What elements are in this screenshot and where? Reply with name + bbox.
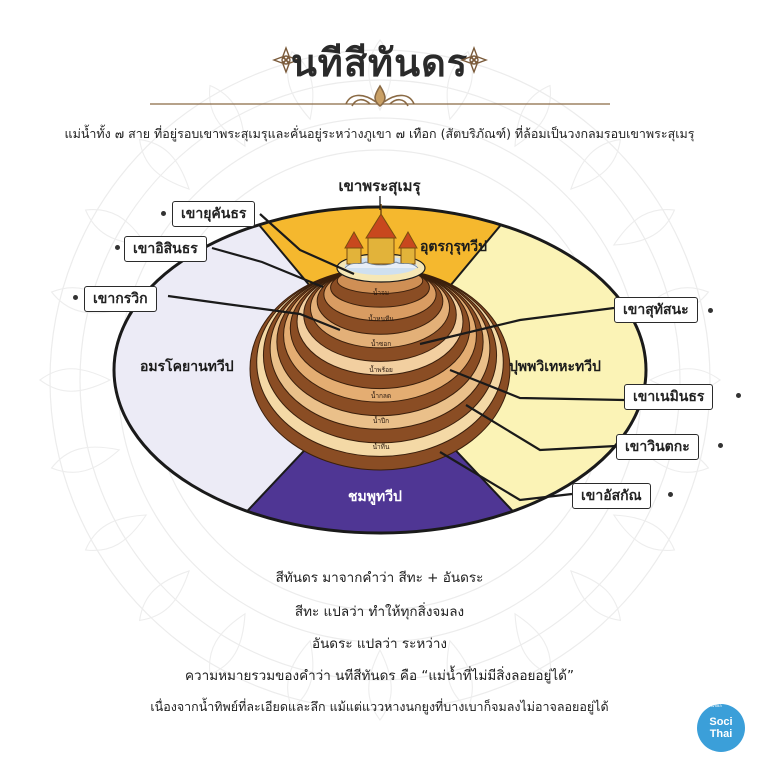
continent-south: ชมพูทวีป — [348, 489, 402, 505]
mandala-petal — [368, 39, 392, 112]
leader-yukanthon — [259, 213, 355, 276]
continent-east: ปุพพวิเทหะทวีป — [509, 359, 601, 375]
mandala-petal — [570, 138, 622, 190]
mandala-petal — [446, 639, 473, 710]
bullet-dot — [73, 295, 78, 300]
mandala-petal — [84, 208, 148, 246]
logo-text-line1: Soci — [709, 716, 733, 728]
summit-label: เขาพระสุเมรุ — [338, 177, 421, 195]
logo-text-line2: Thai — [709, 728, 733, 740]
explanation-line: อันดระ แปลว่า ระหว่าง — [311, 636, 448, 652]
river-label: น้ำทีน — [372, 443, 390, 451]
label-karawik: เขากรวิก — [84, 286, 157, 312]
label-suthatsana: เขาสุทัสนะ — [614, 297, 698, 323]
east-continent-region — [380, 207, 646, 533]
river-label: น้ำหนทีน — [368, 314, 394, 323]
bullet-dot — [718, 443, 723, 448]
right-ornament-icon — [460, 46, 488, 74]
river-label: น้ำซอก — [370, 340, 392, 349]
left-ornament-icon — [272, 46, 300, 74]
label-atsakan: เขาอัสกัณ — [572, 483, 651, 509]
leader-winatakka — [465, 404, 617, 452]
leader-isinthon — [211, 246, 324, 289]
continent-north: อุตรกุรุทวีป — [420, 239, 487, 255]
continent-west: อมรโคยานทวีป — [140, 359, 234, 375]
explanation-line: สีทะ แปลว่า ทำให้ทุกสิ่งจมลง — [294, 604, 465, 620]
mandala-petal — [287, 50, 314, 121]
label-isinthon: เขาอิสินธร — [124, 236, 207, 262]
mandala-petal — [612, 208, 676, 246]
bullet-dot — [736, 393, 741, 398]
mandala-petal — [39, 368, 112, 392]
river-label: น้ำจม — [372, 289, 390, 297]
leader-nemintho — [449, 368, 625, 402]
bullet-dot — [708, 308, 713, 313]
mandala-petal — [208, 612, 246, 676]
subtitle: แม่น้ำทั้ง ๗ สาย ที่อยู่รอบเขาพระสุเมรุแ… — [64, 126, 695, 141]
mandala-petal — [514, 612, 552, 676]
mandala-petal — [368, 648, 392, 721]
mandala-petal — [138, 138, 190, 190]
explanation-line: สีทันดร มาจากคำว่า สีทะ + อันดระ — [275, 570, 484, 586]
bullet-dot — [668, 492, 673, 497]
summit-palace-icon — [336, 204, 426, 283]
logo-caption: ไทยโซเชียล — [701, 703, 722, 708]
leader-suthatsana — [419, 306, 615, 346]
page-title: นทีสีทันดร — [290, 41, 469, 85]
river-label: น้ำปีก — [372, 417, 390, 426]
mandala-petal — [514, 84, 552, 148]
leader-karawik — [167, 294, 341, 332]
river-label: น้ำพร้อย — [369, 366, 393, 374]
leader-atsakan — [439, 451, 573, 502]
mandala-petal — [138, 570, 190, 622]
explanation-line: ความหมายรวมของคำว่า นทีสีทันดร คือ “แม่น… — [185, 668, 574, 684]
explanation-line: เนื่องจากน้ำทิพย์ที่ละเอียดและลึก แม้แต่… — [150, 699, 609, 714]
label-yukanthon: เขายุคันธร — [172, 201, 256, 227]
mandala-petal — [612, 514, 676, 552]
label-winatakka: เขาวินตกะ — [616, 434, 699, 460]
mandala-petal — [84, 514, 148, 552]
label-nemintho: เขาเนมินธร — [624, 384, 714, 410]
mandala-petal — [208, 84, 246, 148]
bullet-dot — [161, 211, 166, 216]
title-row: นทีสีทันดร — [0, 28, 759, 88]
socithai-logo: Soci Thai — [697, 704, 745, 752]
mandala-petal — [50, 446, 121, 473]
mandala-petal — [570, 570, 622, 622]
mandala-petal — [287, 639, 314, 710]
bullet-dot — [115, 245, 120, 250]
mandala-petal — [446, 50, 473, 121]
river-label: น้ำกลด — [370, 391, 392, 400]
title-divider-ornament — [150, 84, 610, 108]
